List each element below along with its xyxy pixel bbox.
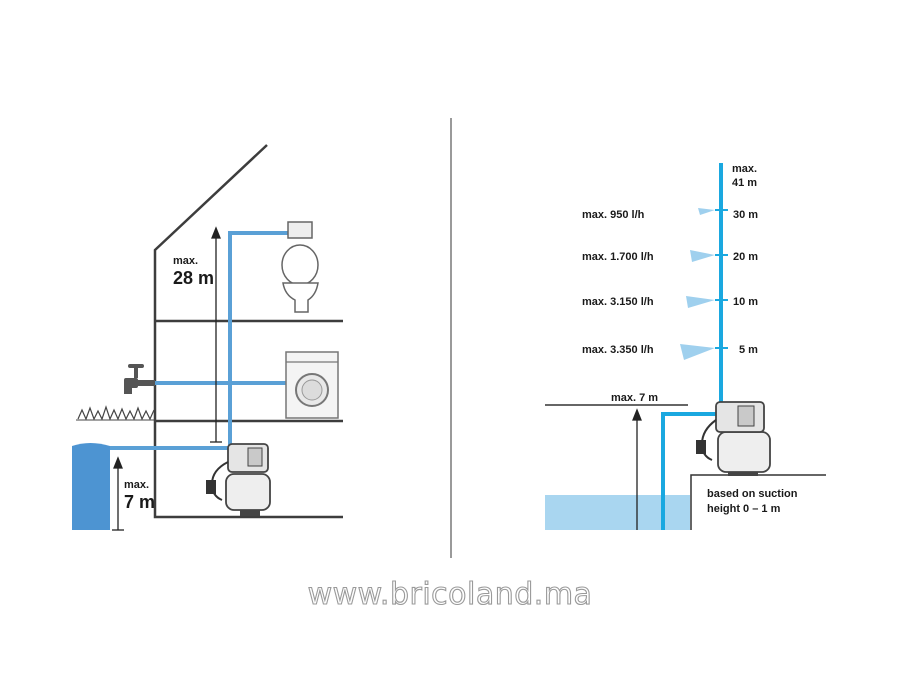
watermark-text: www.bricoland.ma [308, 577, 593, 612]
pump-icon-right [696, 401, 771, 476]
height-label-30m: 30 m [733, 209, 758, 221]
height-arrow-28m [210, 226, 222, 443]
height-upper-value: 28 m [173, 268, 214, 288]
height-lower-value: 7 m [124, 492, 155, 512]
top-label-line2: 41 m [732, 177, 757, 189]
water-pool [545, 495, 690, 530]
water-spray-icons [680, 208, 715, 360]
height-label-20m: 20 m [733, 251, 758, 263]
suction-height-arrow [632, 408, 642, 530]
toilet-icon [281, 221, 319, 313]
note-line2: height 0 – 1 m [707, 503, 781, 515]
flow-label-20m: max. 1.700 l/h [582, 251, 654, 263]
flow-height-diagram: max. 41 m max. 950 l/h 30 m max. 1.700 l… [545, 163, 826, 530]
house-diagram: max. 28 m max. 7 m [72, 144, 343, 531]
height-arrow-7m [112, 456, 124, 531]
note-line1: based on suction [707, 488, 798, 500]
garden-tap-icon [124, 364, 155, 394]
suction-label: max. 7 m [611, 392, 658, 404]
washing-machine-icon [285, 351, 339, 419]
suction-pipe [661, 412, 718, 530]
flow-label-30m: max. 950 l/h [582, 209, 645, 221]
water-pipes [110, 231, 290, 450]
flow-label-5m: max. 3.350 l/h [582, 344, 654, 356]
grass-icon [77, 405, 155, 421]
top-label-line1: max. [732, 163, 757, 175]
outlet-ticks [715, 209, 728, 349]
height-upper-prefix: max. [173, 255, 198, 267]
height-lower-prefix: max. [124, 479, 149, 491]
water-reservoir [72, 443, 110, 530]
platform-line [690, 474, 826, 530]
height-label-5m: 5 m [739, 344, 758, 356]
pump-icon-left [206, 443, 271, 516]
flow-label-10m: max. 3.150 l/h [582, 296, 654, 308]
height-label-10m: 10 m [733, 296, 758, 308]
